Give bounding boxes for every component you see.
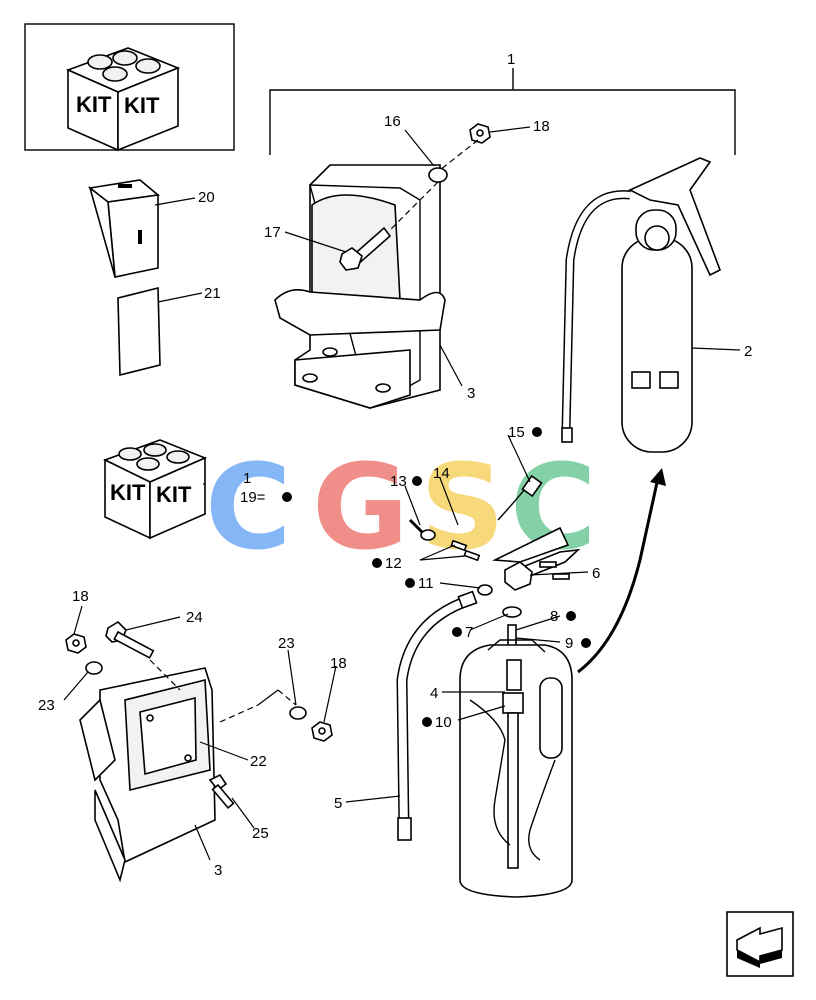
- kit-frame: [24, 23, 235, 151]
- bullet-dot-icon: [532, 427, 542, 437]
- plate-21: [117, 286, 161, 377]
- bullet-dot-icon: [566, 611, 576, 621]
- callout-23a: 23: [38, 697, 55, 714]
- nut-18-top: [469, 123, 491, 144]
- callout-24: 24: [186, 609, 203, 626]
- nut-18-right: [311, 721, 333, 742]
- callout-18b: 18: [72, 588, 89, 605]
- next-page-button[interactable]: [726, 911, 794, 977]
- callout-6: 6: [592, 565, 600, 582]
- assembly-bracket: [269, 89, 736, 155]
- callout-12: 12: [385, 555, 402, 572]
- watermark-letter-c1: C: [205, 438, 292, 576]
- callout-3a: 3: [467, 385, 475, 402]
- kit-box-icon: KIT KIT: [65, 47, 181, 152]
- nut-18-left: [65, 633, 87, 654]
- bullet-dot-icon: [422, 717, 432, 727]
- callout-19: 19=: [240, 489, 266, 506]
- callout-18a: 18: [533, 118, 550, 135]
- callout-25: 25: [252, 825, 269, 842]
- screw-25: [208, 773, 235, 810]
- kit-label-left: KIT: [76, 92, 112, 117]
- kit2-label-left: KIT: [110, 480, 146, 505]
- valve-parts: [408, 474, 581, 656]
- bullet-dot-icon: [452, 627, 462, 637]
- bullet-dot-icon: [405, 578, 415, 588]
- bracket-bottom: [79, 667, 216, 883]
- bracket-top: [274, 164, 446, 410]
- bullet-dot-icon: [412, 476, 422, 486]
- hose-5: [396, 590, 478, 841]
- bolt-17: [339, 226, 392, 271]
- bolt-24: [105, 620, 155, 659]
- washer-16: [428, 167, 448, 183]
- bullet-dot-icon: [581, 638, 591, 648]
- kit-label-right: KIT: [124, 93, 160, 118]
- callout-15: 15: [508, 424, 525, 441]
- extinguisher-body: [459, 639, 573, 898]
- callout-9: 9: [565, 635, 573, 652]
- callout-11: 11: [418, 575, 434, 592]
- plate-20: [88, 179, 160, 278]
- callout-14: 14: [433, 465, 450, 482]
- washer-23-left: [85, 661, 103, 675]
- assembly-arrow-head: [650, 468, 666, 486]
- callout-4: 4: [430, 685, 438, 702]
- callout-1b: 1: [243, 470, 251, 487]
- callout-13: 13: [390, 473, 407, 490]
- bullet-dots: [282, 427, 591, 727]
- callout-2: 2: [744, 343, 752, 360]
- callout-10: 10: [435, 714, 452, 731]
- callout-16: 16: [384, 113, 401, 130]
- callout-22: 22: [250, 753, 267, 770]
- callout-labels: 1 2 3 3 4 5 6 7 8 9 10 11 12 13 14 15 16…: [38, 51, 752, 879]
- callout-17: 17: [264, 224, 281, 241]
- callout-1: 1: [507, 51, 515, 68]
- assembly-arrow: [577, 477, 660, 674]
- callout-18c: 18: [330, 655, 347, 672]
- next-page-arrow-icon: [736, 926, 783, 968]
- callout-3b: 3: [214, 862, 222, 879]
- callout-7: 7: [465, 624, 473, 641]
- callout-23b: 23: [278, 635, 295, 652]
- watermark-letter-s: S: [420, 438, 505, 576]
- leader-lines: [63, 126, 741, 861]
- callout-20: 20: [198, 189, 215, 206]
- bullet-dot-icon: [372, 558, 382, 568]
- callout-8: 8: [550, 608, 558, 625]
- bullet-dot-icon: [282, 492, 292, 502]
- extinguisher-2: [561, 157, 722, 453]
- callout-21: 21: [204, 285, 221, 302]
- kit2-label-right: KIT: [156, 482, 192, 507]
- kit-box-icon-2: KIT KIT: [102, 439, 208, 540]
- watermark-letter-g: G: [312, 438, 409, 576]
- callout-5: 5: [334, 795, 342, 812]
- washer-23-right: [289, 706, 307, 720]
